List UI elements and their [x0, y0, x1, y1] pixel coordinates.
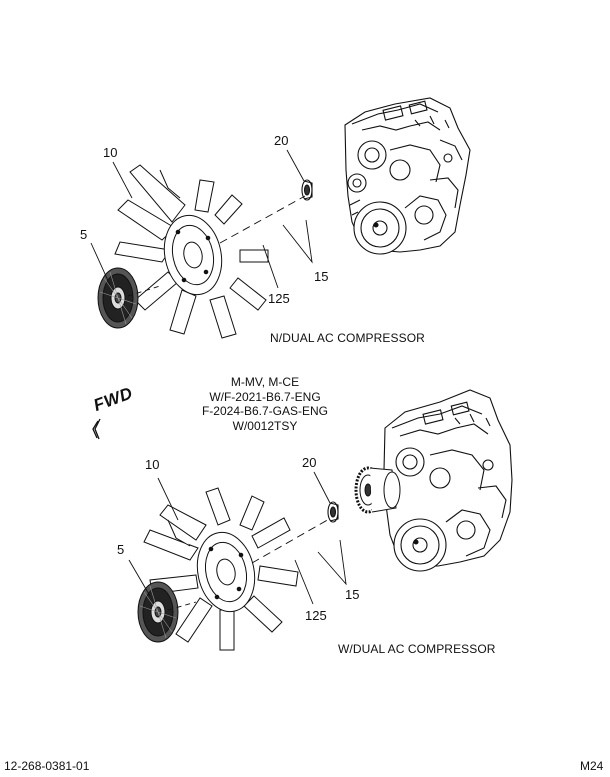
fwd-arrow-icon	[92, 418, 101, 440]
bottom-pulley	[327, 501, 339, 523]
callout-20-bottom: 20	[302, 455, 317, 470]
bottom-fan-clutch	[137, 581, 179, 643]
caption-top: N/DUAL AC COMPRESSOR	[270, 331, 425, 345]
page-code: M24	[580, 759, 604, 773]
top-pulley	[301, 179, 313, 201]
note-line: F-2024-B6.7-GAS-ENG	[201, 404, 329, 418]
note-line: W/0012TSY	[232, 418, 298, 433]
document-number: 12-268-0381-01	[4, 759, 90, 773]
top-fan	[114, 164, 269, 339]
bottom-gear-pulley	[354, 466, 401, 514]
applicability-note: M-MV, M-CE W/F-2021-B6.7-ENG F-2024-B6.7…	[180, 375, 350, 433]
callout-5-bottom: 5	[117, 542, 125, 557]
top-engine-block	[344, 97, 471, 255]
callout-15-top: 15	[314, 269, 329, 284]
callout-15-bottom: 15	[345, 587, 360, 602]
callout-125-top: 125	[268, 291, 290, 306]
callout-10-top: 10	[103, 145, 118, 160]
bottom-leader-lines	[128, 471, 347, 611]
callout-125-bottom: 125	[305, 608, 327, 623]
note-line: W/F-2021-B6.7-ENG	[209, 389, 321, 404]
callout-5-top: 5	[80, 227, 88, 242]
bottom-engine-block	[383, 389, 513, 572]
top-leader-lines	[90, 149, 313, 297]
callout-10-bottom: 10	[145, 457, 160, 472]
bottom-fan	[143, 487, 299, 651]
top-fan-clutch	[97, 267, 139, 329]
note-line: M-MV, M-CE	[230, 375, 300, 389]
caption-bottom: W/DUAL AC COMPRESSOR	[338, 642, 496, 656]
callout-20-top: 20	[274, 133, 289, 148]
